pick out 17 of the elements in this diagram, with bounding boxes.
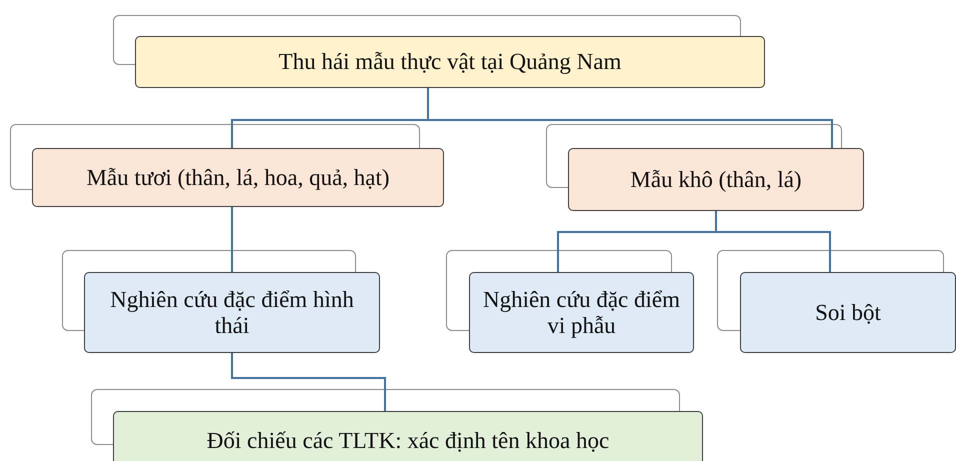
connector-line <box>715 211 831 272</box>
box-label: Nghiên cứu đặc điểm vi phẫu <box>482 286 682 338</box>
connector-line <box>231 353 386 411</box>
process-box <box>32 148 444 207</box>
box-label: Thu hái mẫu thực vật tại Quảng Nam <box>278 49 622 75</box>
box-label: Mẫu khô (thân, lá) <box>630 166 802 192</box>
box-label: Soi bột <box>815 300 881 326</box>
box-label: Nghiên cứu đặc điểm hình thái <box>109 286 355 338</box>
connector-line <box>231 207 233 272</box>
process-box <box>113 411 703 461</box>
process-box <box>568 148 864 211</box>
box-label: Đối chiếu các TLTK: xác định tên khoa học <box>206 428 610 454</box>
process-box <box>469 272 694 353</box>
process-box <box>135 36 765 88</box>
process-box <box>84 272 380 353</box>
process-box <box>740 272 956 353</box>
box-label: Mẫu tươi (thân, lá, hoa, quả, hạt) <box>86 164 390 190</box>
